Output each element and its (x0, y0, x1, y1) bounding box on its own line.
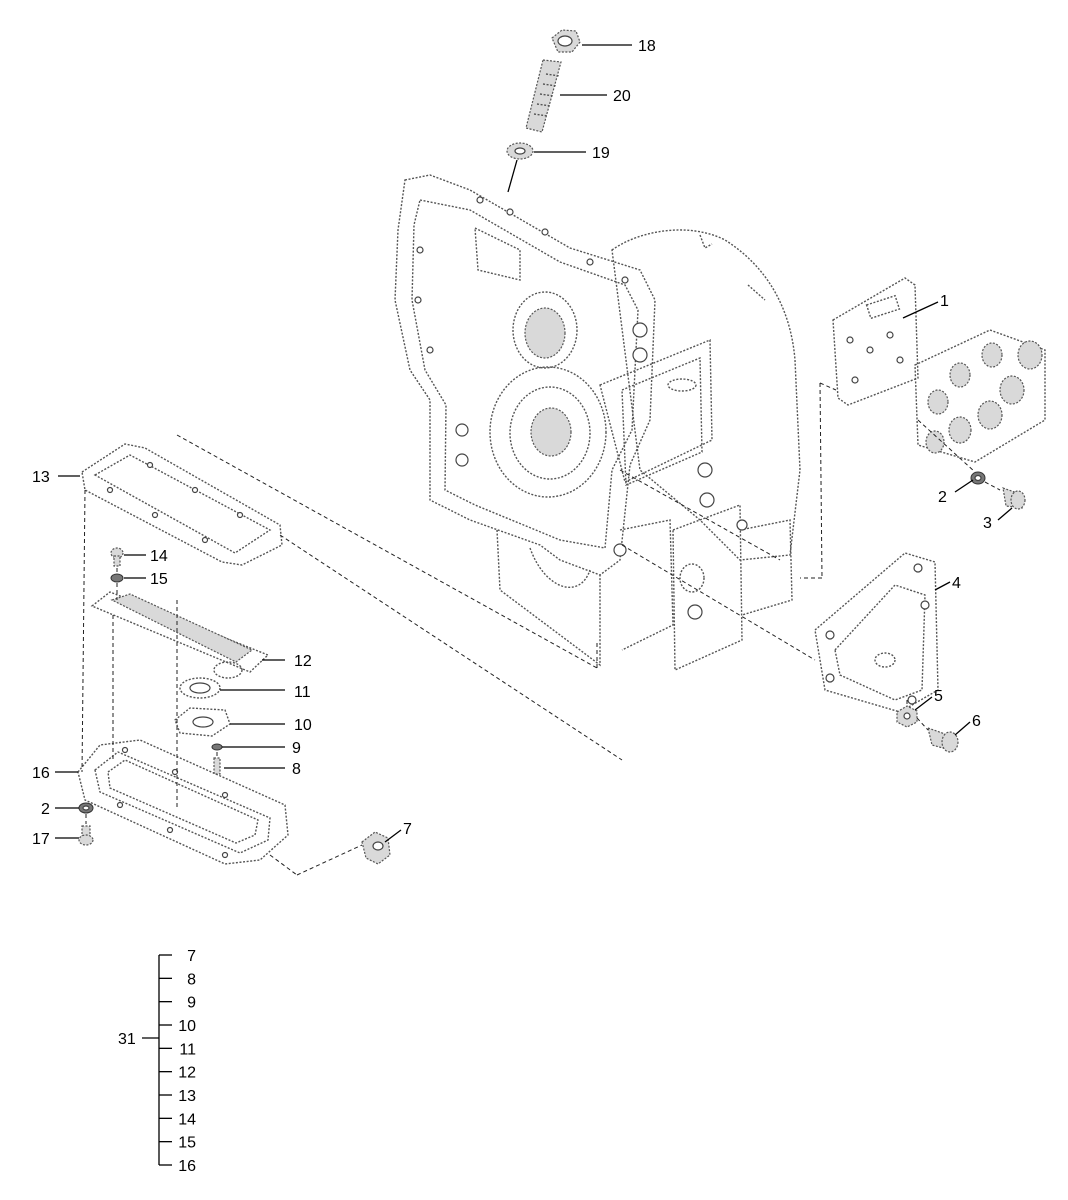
callout-10: 10 (294, 717, 312, 734)
kit-item-label: 9 (187, 995, 196, 1012)
callout-1: 1 (940, 293, 949, 310)
callout-3: 3 (983, 515, 992, 532)
callout-2-upper: 2 (938, 489, 947, 506)
stud-20[interactable] (525, 59, 562, 133)
bolt-3[interactable] (1002, 487, 1026, 510)
kit-item-label: 11 (179, 1041, 196, 1058)
kit-item-label: 15 (178, 1135, 196, 1152)
kit-item-label: 14 (178, 1111, 196, 1128)
callout-20: 20 (613, 88, 631, 105)
washer-19[interactable] (506, 142, 534, 160)
callout-4: 4 (952, 575, 961, 592)
gasket-10[interactable] (174, 707, 231, 737)
callout-16: 16 (32, 765, 50, 782)
washer-2-upper[interactable] (970, 471, 986, 485)
kit-item-label: 7 (187, 948, 196, 965)
kit-item-label: 13 (178, 1088, 196, 1105)
bolt-6[interactable] (927, 727, 959, 753)
oil-pan-16[interactable] (77, 739, 289, 865)
screw-14[interactable] (110, 547, 124, 567)
callout-labels: 18 20 19 1 2 3 4 5 6 7 12 11 10 9 8 13 1… (32, 38, 992, 848)
screw-8[interactable] (213, 757, 221, 775)
gasket-13[interactable] (81, 443, 283, 566)
callout-18: 18 (638, 38, 656, 55)
assembly-lines (81, 382, 1001, 876)
cover-4[interactable] (814, 552, 939, 713)
kit-item-label: 10 (178, 1018, 196, 1035)
drain-plug-17[interactable] (78, 825, 94, 846)
callout-11: 11 (294, 684, 311, 701)
callout-19: 19 (592, 145, 610, 162)
kit-31-bracket: 31 7 8 9 10 11 12 13 14 15 16 (118, 948, 196, 1175)
callout-13: 13 (32, 469, 50, 486)
nut-18[interactable] (551, 29, 581, 53)
washer-15[interactable] (110, 573, 124, 583)
transmission-housing (394, 174, 801, 672)
callout-2-lower: 2 (41, 801, 50, 818)
washer-9[interactable] (211, 743, 223, 751)
kit-item-label: 12 (178, 1065, 196, 1082)
kit-item-label: 16 (178, 1158, 196, 1175)
plate-1[interactable] (832, 277, 919, 406)
kit-31-label: 31 (118, 1031, 136, 1048)
washer-2-lower[interactable] (78, 802, 94, 814)
callout-14: 14 (150, 548, 168, 565)
callout-8: 8 (292, 761, 301, 778)
callout-7: 7 (403, 821, 412, 838)
seal-11[interactable] (179, 677, 221, 699)
callout-5: 5 (934, 688, 943, 705)
nut-5[interactable] (896, 705, 918, 728)
callout-leaders (55, 44, 1013, 843)
callout-12: 12 (294, 653, 312, 670)
control-valve-block[interactable] (914, 329, 1046, 463)
callout-9: 9 (292, 740, 301, 757)
strainer-12[interactable] (90, 591, 270, 679)
plug-7[interactable] (361, 831, 391, 865)
callout-15: 15 (150, 571, 168, 588)
kit-item-label: 8 (187, 971, 196, 988)
callout-17: 17 (32, 831, 50, 848)
callout-6: 6 (972, 713, 981, 730)
